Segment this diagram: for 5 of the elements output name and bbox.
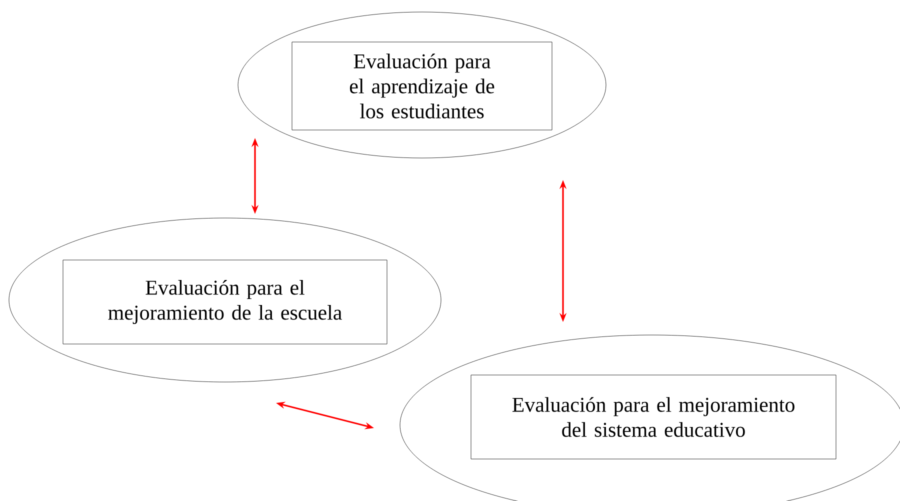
ellipse xyxy=(238,12,606,158)
text-box: Evaluación para el mejoramiento del sistema educativo xyxy=(470,374,836,460)
text-box: Evaluación para el mejoramiento de la escuela xyxy=(62,260,388,344)
text-box: Evaluación para el aprendizaje de los estudiantes xyxy=(292,42,552,130)
ellipse xyxy=(8,218,442,382)
